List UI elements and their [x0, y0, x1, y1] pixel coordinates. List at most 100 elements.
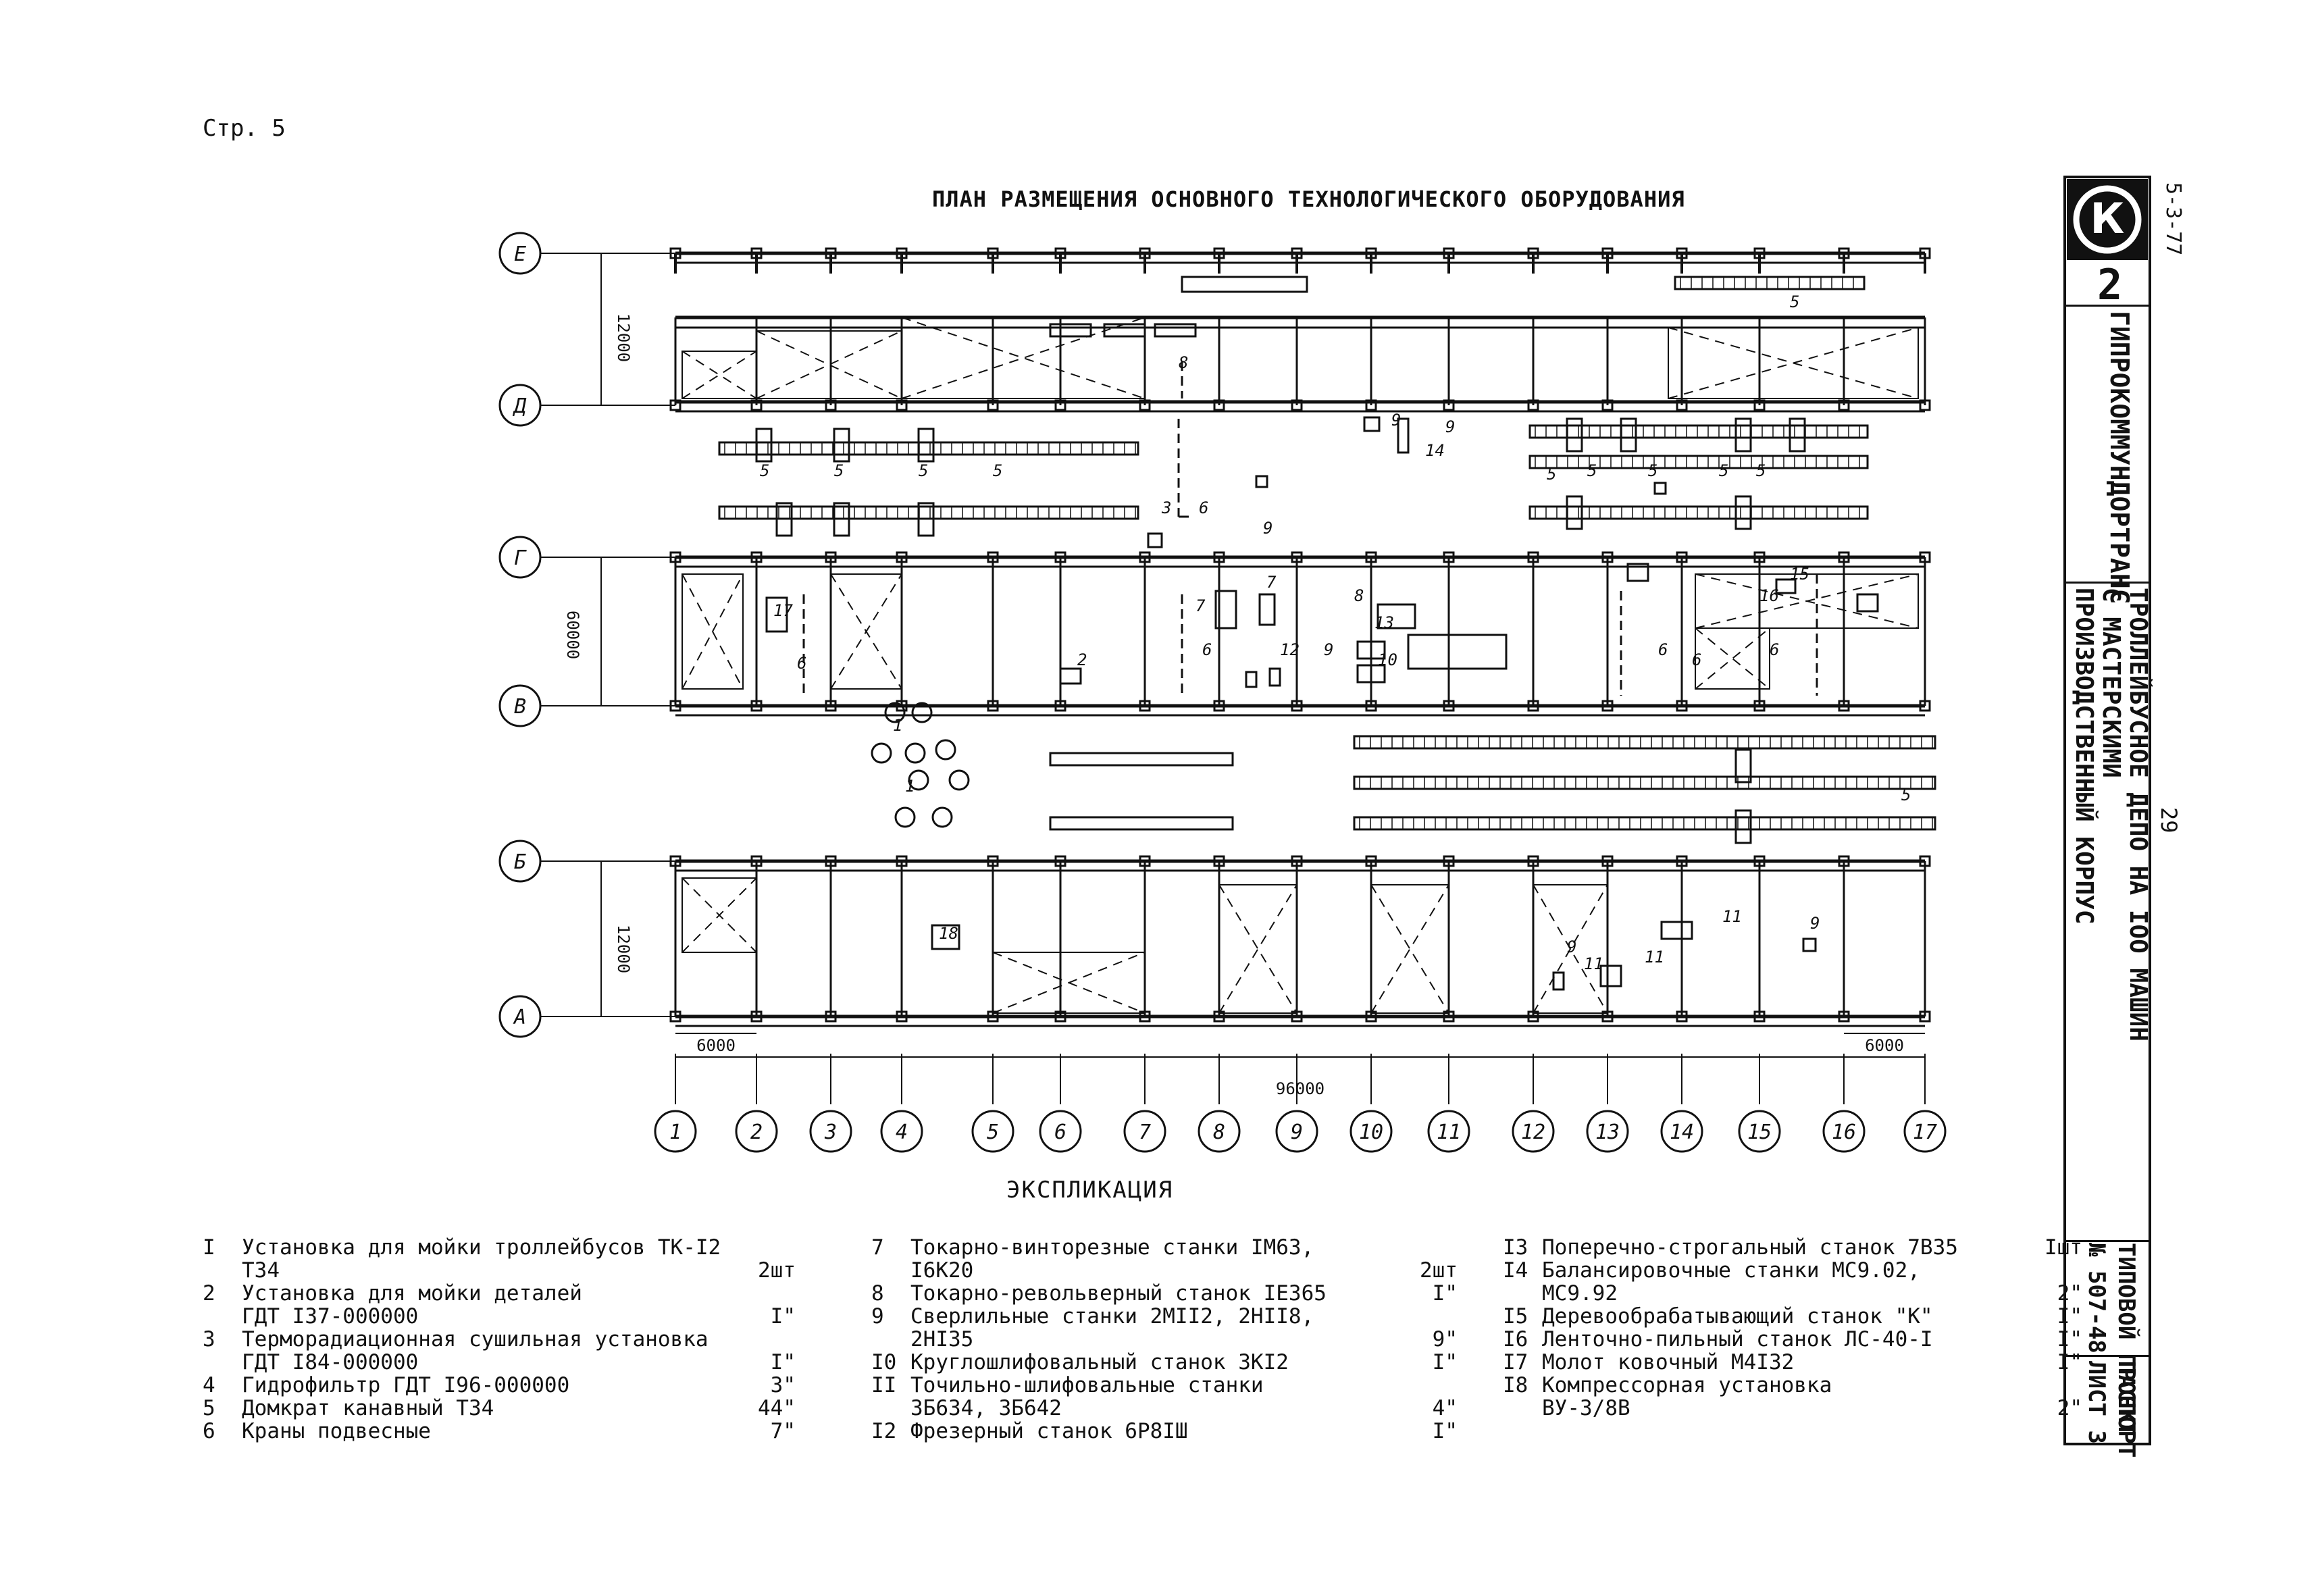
item-description: Установка для мойки троллейбусов ТК-I2 Т…	[242, 1235, 721, 1283]
washing-installation	[904, 742, 926, 764]
structural-column	[1676, 700, 1688, 712]
column-axis-bubble	[654, 1110, 697, 1153]
equipment-7	[1214, 590, 1237, 629]
column-axis-bubble	[809, 1110, 852, 1153]
equipment-callout: 5	[919, 461, 928, 480]
structural-column	[1443, 855, 1455, 867]
column-axis-bubble	[1198, 1110, 1241, 1153]
crane-rail	[718, 505, 1139, 520]
equipment-callout: 13	[1374, 613, 1394, 632]
crossed-bay	[1370, 884, 1449, 1014]
structural-column	[1838, 1010, 1850, 1023]
equipment-17	[765, 596, 788, 633]
item-number: I3	[1503, 1235, 1528, 1260]
equipment-8	[1377, 603, 1416, 629]
equipment-10	[1356, 664, 1386, 684]
crane-rail	[1674, 276, 1866, 290]
item-description: Ленточно-пильный станок ЛС-40-I	[1542, 1327, 1933, 1352]
structural-column	[750, 855, 763, 867]
structural-column	[1527, 247, 1539, 259]
title-block	[2063, 176, 2151, 1445]
structural-column	[669, 247, 682, 259]
equipment-callout: 5	[993, 461, 1002, 480]
structural-column	[750, 1010, 763, 1023]
crane-beam	[1049, 816, 1234, 831]
structural-column	[1527, 700, 1539, 712]
structural-column	[1676, 855, 1688, 867]
equipment-callout: 6	[1770, 640, 1779, 659]
column-axis-bubble	[1275, 1110, 1318, 1153]
jack-box	[775, 502, 793, 537]
structural-column	[1139, 855, 1151, 867]
equipment-callout: 11	[1645, 948, 1664, 967]
structural-column	[1676, 399, 1688, 411]
row-axis-label: Е	[514, 242, 526, 266]
structural-column	[1054, 1010, 1066, 1023]
equipment-callout: 1	[893, 716, 902, 735]
structural-column	[1291, 855, 1303, 867]
crossed-bay	[756, 330, 902, 399]
jack-box	[1734, 809, 1752, 844]
item-number: II	[871, 1373, 897, 1397]
dimension-label: 96000	[1276, 1079, 1325, 1098]
plan-title: ПЛАН РАЗМЕЩЕНИЯ ОСНОВНОГО ТЕХНОЛОГИЧЕСКО…	[932, 186, 1685, 212]
equipment-callout: 9	[1391, 411, 1401, 430]
structural-column	[1365, 700, 1377, 712]
structural-column	[825, 399, 837, 411]
jack-box	[1734, 748, 1752, 783]
structural-column	[1365, 247, 1377, 259]
item-quantity: I"	[2057, 1350, 2082, 1374]
equipment-callout: 12	[1280, 640, 1300, 659]
jack-box	[1566, 495, 1583, 530]
structural-column	[1753, 247, 1766, 259]
structural-column	[1139, 700, 1151, 712]
item-description: Фрезерный станок 6Р8IШ	[910, 1419, 1188, 1443]
item-number: I4	[1503, 1258, 1528, 1283]
drawing-code: 5-3-77	[2161, 182, 2185, 256]
equipment-9	[1363, 416, 1381, 432]
structural-column	[750, 551, 763, 563]
column-axis-label: 16	[1832, 1121, 1856, 1144]
dimension-label: 6000	[1865, 1036, 1904, 1055]
structural-column	[1838, 551, 1850, 563]
washing-installation	[894, 806, 916, 828]
structural-column	[987, 700, 999, 712]
structural-column	[1139, 551, 1151, 563]
equipment-block	[1049, 323, 1092, 338]
page-label: Стр. 5	[203, 115, 286, 142]
equipment-callout: 9	[1263, 519, 1272, 538]
item-quantity: 44"	[758, 1396, 796, 1420]
equipment-callout: 15	[1790, 565, 1809, 584]
structural-column	[1365, 551, 1377, 563]
structural-column	[1601, 855, 1614, 867]
structural-column	[1601, 247, 1614, 259]
crossed-bay	[682, 351, 757, 399]
equipment-3	[1147, 532, 1163, 548]
structural-column	[896, 551, 908, 563]
equipment-callout: 9	[1567, 937, 1576, 956]
structural-column	[669, 700, 682, 712]
item-quantity: I"	[2057, 1327, 2082, 1352]
equipment-6	[1626, 563, 1649, 582]
column-axis-bubble	[1586, 1110, 1629, 1153]
item-description: Терморадиационная сушильная установка ГД…	[242, 1327, 709, 1374]
item-quantity: I"	[770, 1350, 796, 1374]
structural-column	[1291, 551, 1303, 563]
structural-column	[1753, 855, 1766, 867]
item-quantity: I"	[770, 1304, 796, 1329]
row-axis-label: Г	[514, 546, 527, 570]
equipment-callout: 5	[760, 461, 769, 480]
structural-column	[987, 399, 999, 411]
column-axis-label: 2	[750, 1121, 763, 1144]
structural-column	[1919, 855, 1931, 867]
dimension-label: 6000	[696, 1036, 736, 1055]
crane-rail	[1353, 816, 1936, 831]
structural-column	[896, 1010, 908, 1023]
